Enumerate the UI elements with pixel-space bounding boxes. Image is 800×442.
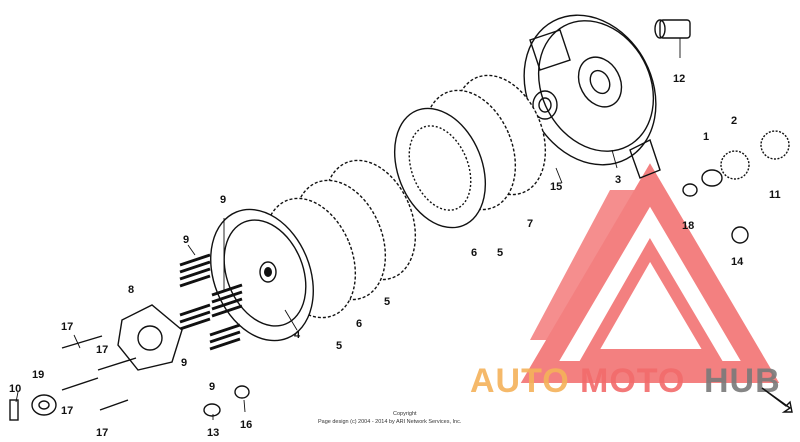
part-label: 13 — [207, 427, 219, 439]
part-label: 18 — [682, 220, 694, 232]
part-label: 11 — [769, 189, 781, 201]
bolts-and-small-parts — [9, 335, 250, 421]
part-label: 6 — [471, 247, 477, 259]
part-label: 5 — [384, 296, 390, 308]
part-label: 2 — [731, 115, 737, 127]
copyright-line1: Copyright — [393, 411, 417, 417]
direction-arrow-icon — [761, 387, 793, 413]
clutch-outer-housing — [523, 14, 661, 179]
watermark-word-auto: AUTO — [470, 362, 570, 400]
right-side-parts — [654, 19, 790, 244]
part-label: 5 — [497, 247, 503, 259]
part-label: 17 — [96, 427, 108, 439]
watermark-text: AUTO MOTO HUB — [470, 362, 781, 400]
part-label: 6 — [356, 318, 362, 330]
part-label: 17 — [61, 405, 73, 417]
part-label: 9 — [183, 234, 189, 246]
part-label: 1 — [703, 131, 709, 143]
part-label: 7 — [527, 218, 533, 230]
part-label: 10 — [9, 383, 21, 395]
part-label: 8 — [128, 284, 134, 296]
copyright-line2: Page design (c) 2004 - 2014 by ARI Netwo… — [318, 419, 462, 425]
part-label: 9 — [181, 357, 187, 369]
part-label: 3 — [615, 174, 621, 186]
part-label: 16 — [240, 419, 252, 431]
clutch-plate-stack — [263, 74, 547, 319]
watermark-word-hub: HUB — [704, 362, 781, 400]
part-label: 4 — [294, 329, 301, 341]
part-label: 19 — [32, 369, 44, 381]
part-label: 9 — [220, 194, 226, 206]
clutch-springs — [179, 253, 243, 351]
part-label: 15 — [550, 181, 562, 193]
watermark-word-moto: MOTO — [580, 362, 685, 400]
part-label: 17 — [61, 321, 73, 333]
part-label: 14 — [731, 256, 744, 268]
part-label: 12 — [673, 73, 685, 85]
part-label: 5 — [336, 340, 342, 352]
lifter-plate — [117, 304, 183, 371]
part-label: 17 — [96, 344, 108, 356]
part-label: 9 — [209, 381, 215, 393]
leader-lines — [15, 38, 681, 420]
part-labels: 1 2 3 4 5 5 5 6 6 7 8 9 9 9 9 10 11 12 1… — [9, 73, 781, 439]
watermark-logo-icon — [520, 163, 780, 383]
